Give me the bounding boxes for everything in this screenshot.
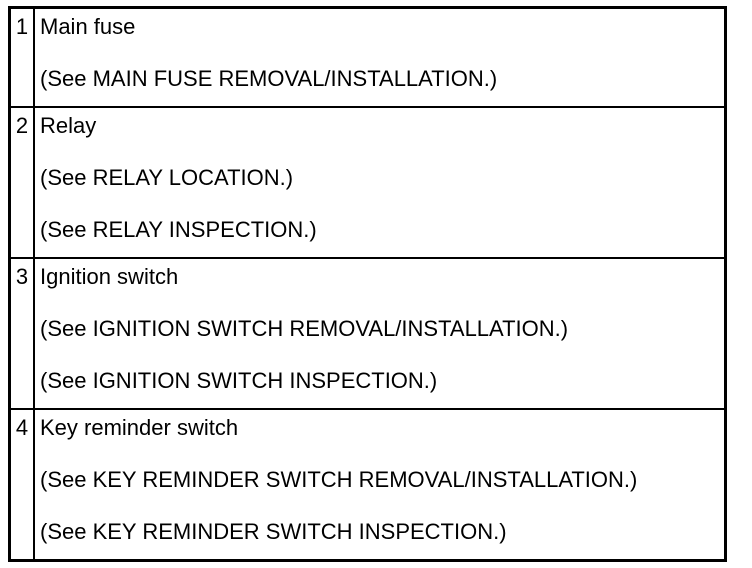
row-number: 4 — [11, 410, 35, 559]
parts-index-table: 1 Main fuse (See MAIN FUSE REMOVAL/INSTA… — [8, 6, 727, 562]
table-row: 4 Key reminder switch (See KEY REMINDER … — [11, 410, 724, 559]
table-row: 3 Ignition switch (See IGNITION SWITCH R… — [11, 259, 724, 410]
item-title: Key reminder switch — [40, 415, 239, 440]
row-content: Ignition switch (See IGNITION SWITCH REM… — [35, 259, 724, 408]
row-number: 3 — [11, 259, 35, 408]
see-reference: (See IGNITION SWITCH REMOVAL/INSTALLATIO… — [40, 316, 569, 341]
see-reference: (See KEY REMINDER SWITCH INSPECTION.) — [40, 519, 507, 544]
see-reference: (See MAIN FUSE REMOVAL/INSTALLATION.) — [40, 66, 498, 91]
row-number: 1 — [11, 9, 35, 106]
row-number: 2 — [11, 108, 35, 257]
item-title: Main fuse — [40, 14, 136, 39]
row-content: Relay (See RELAY LOCATION.) (See RELAY IN… — [35, 108, 724, 257]
see-reference: (See RELAY LOCATION.) — [40, 165, 294, 190]
see-reference: (See KEY REMINDER SWITCH REMOVAL/INSTALL… — [40, 467, 638, 492]
see-reference: (See RELAY INSPECTION.) — [40, 217, 317, 242]
row-content: Main fuse (See MAIN FUSE REMOVAL/INSTALL… — [35, 9, 724, 106]
row-content: Key reminder switch (See KEY REMINDER SW… — [35, 410, 724, 559]
item-title: Ignition switch — [40, 264, 179, 289]
item-title: Relay — [40, 113, 97, 138]
table-row: 1 Main fuse (See MAIN FUSE REMOVAL/INSTA… — [11, 9, 724, 108]
table-row: 2 Relay (See RELAY LOCATION.) (See RELAY … — [11, 108, 724, 259]
see-reference: (See IGNITION SWITCH INSPECTION.) — [40, 368, 438, 393]
